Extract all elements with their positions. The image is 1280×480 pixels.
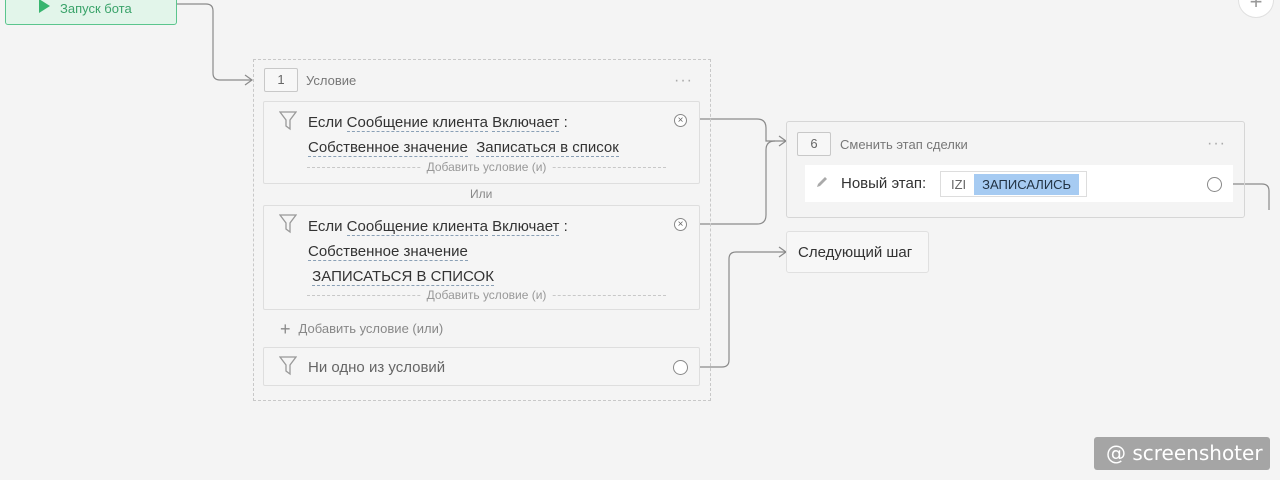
funnel-icon [279,111,297,131]
add-and-label: Добавить условие (и) [420,160,553,174]
add-and-label: Добавить условие (и) [420,288,553,302]
plus-icon: + [1249,0,1263,14]
funnel-icon [279,214,297,234]
condition-block[interactable] [253,59,711,401]
add-and-condition-1[interactable]: Добавить условие (и) [307,160,666,174]
pencil-icon [817,177,827,187]
colon: : [563,218,568,235]
if-label: Если [308,114,343,131]
new-stage-label: Новый этап: [841,175,927,192]
screenshoter-watermark: @ screenshoter [1094,437,1270,470]
operator-select[interactable]: Включает [492,114,560,132]
step-number: 1 [264,68,298,92]
add-and-condition-2[interactable]: Добавить условие (и) [307,288,666,302]
value-input[interactable]: Записаться в список [476,139,619,157]
condition-card-1[interactable]: Если Сообщение клиента Включает : Собств… [263,101,700,184]
block-menu-button[interactable]: ··· [1207,135,1226,152]
remove-icon[interactable]: × [674,218,687,231]
funnel-icon [279,356,297,376]
output-port-none[interactable] [673,360,688,375]
start-bot-node[interactable]: Запуск бота [5,0,177,25]
play-icon [39,0,50,13]
output-port-stage[interactable] [1207,177,1222,192]
if-label: Если [308,218,343,235]
value-input[interactable]: ЗАПИСАТЬСЯ В СПИСОК [312,268,494,286]
condition-card-2[interactable]: Если Сообщение клиента Включает : Собств… [263,205,700,310]
step-number: 6 [797,132,831,156]
condition-text-2: Если Сообщение клиента Включает : Собств… [308,214,568,289]
field-select[interactable]: Сообщение клиента [346,114,488,132]
none-condition-card[interactable]: Ни одно из условий [263,347,700,386]
stage-select[interactable]: IZI ЗАПИСАЛИСЬ [940,171,1087,197]
block-menu-button[interactable]: ··· [674,72,693,89]
block-title: Сменить этап сделки [840,137,968,152]
next-step-button[interactable]: Следующий шаг [786,231,929,273]
field-select[interactable]: Сообщение клиента [346,218,488,236]
or-label: Или [470,187,493,201]
operator-select[interactable]: Включает [492,218,560,236]
plus-icon: + [280,319,291,339]
none-condition-label: Ни одно из условий [308,359,446,376]
colon: : [563,114,568,131]
stage-tag: ЗАПИСАЛИСЬ [974,173,1080,195]
pipeline-name: IZI [951,176,967,192]
start-bot-label: Запуск бота [60,1,132,16]
add-or-condition-button[interactable]: + Добавить условие (или) [280,319,443,340]
add-step-button[interactable]: + [1238,0,1274,18]
add-or-label: Добавить условие (или) [298,321,444,336]
condition-text-1: Если Сообщение клиента Включает : Собств… [308,110,619,160]
block-title: Условие [306,73,357,88]
remove-icon[interactable]: × [674,114,687,127]
value-type-select[interactable]: Собственное значение [308,139,468,157]
value-type-select[interactable]: Собственное значение [308,243,468,261]
new-stage-row: Новый этап: IZI ЗАПИСАЛИСЬ [805,165,1233,202]
change-stage-block[interactable] [786,121,1245,218]
